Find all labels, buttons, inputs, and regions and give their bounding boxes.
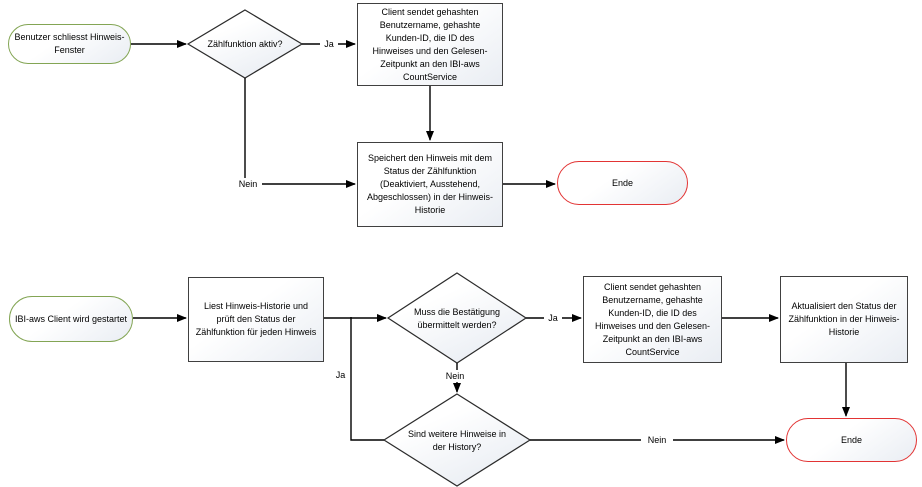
- start-node-client-started: IBI-aws Client wird gestartet: [9, 296, 133, 342]
- decision-confirmation-needed-label: Muss die Bestätigung übermittelt werden?: [413, 306, 501, 330]
- start-node-close-window: Benutzer schliesst Hinweis- Fenster: [8, 24, 131, 64]
- process-node-send-count-bottom: Client sendet gehashten Benutzername, ge…: [583, 276, 722, 363]
- connector-decision1-nein: [244, 78, 356, 188]
- process-node-read-history: Liest Hinweis-Historie und prüft den Sta…: [188, 277, 324, 362]
- edge-label-top-ja: Ja: [320, 38, 338, 50]
- connector-decision3-ja-loop: [350, 317, 384, 441]
- end-node-top: Ende: [557, 161, 688, 205]
- edge-label-mid-ja: Ja: [544, 312, 562, 324]
- edge-label-mid-nein: Nein: [441, 370, 469, 382]
- decision-count-active-label: Zählfunktion aktiv?: [207, 38, 283, 49]
- process-node-save-history: Speichert den Hinweis mit dem Status der…: [357, 142, 503, 227]
- process-node-send-count-top: Client sendet gehashten Benutzername, ge…: [357, 3, 503, 86]
- end-node-bottom: Ende: [786, 418, 917, 462]
- decision-more-hints-label: Sind weitere Hinweise in der History?: [407, 428, 507, 452]
- process-node-update-status: Aktualisiert den Status der Zählfunktion…: [780, 276, 908, 363]
- edge-label-top-nein: Nein: [234, 178, 262, 190]
- edge-label-bottom-nein: Nein: [641, 434, 673, 446]
- decision-more-hints-shape: [382, 393, 532, 487]
- edge-label-loop-ja: Ja: [333, 369, 348, 381]
